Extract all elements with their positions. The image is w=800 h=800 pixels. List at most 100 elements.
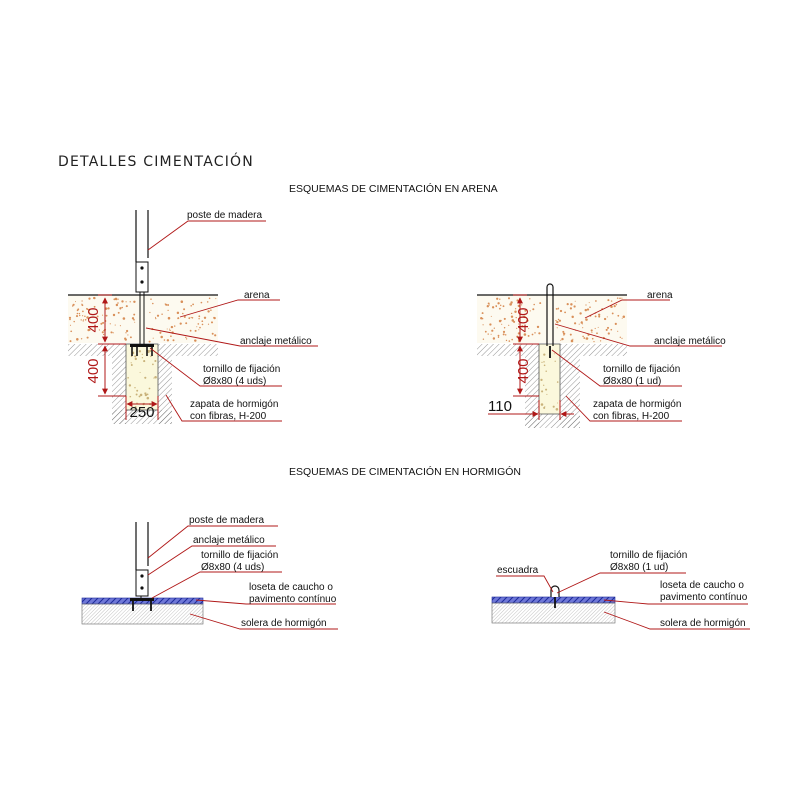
texture-dot (541, 390, 544, 393)
texture-dot (510, 312, 513, 315)
texture-dot (502, 330, 506, 333)
texture-dot (151, 302, 154, 305)
texture-dot (161, 313, 163, 316)
texture-dot (138, 350, 142, 353)
texture-dot (581, 323, 583, 325)
texture-dot (598, 313, 601, 316)
texture-dot (191, 316, 194, 319)
page-title: DETALLES CIMENTACIÓN (58, 152, 254, 170)
texture-dot (86, 316, 89, 319)
texture-dot (156, 314, 160, 317)
texture-dot (81, 303, 83, 305)
texture-dot (169, 329, 171, 332)
texture-dot (557, 402, 558, 404)
texture-dot (607, 299, 610, 302)
leader-line (565, 395, 682, 422)
texture-dot (558, 319, 562, 322)
texture-dot (74, 301, 77, 303)
metal-anchor-plate (135, 569, 149, 597)
texture-dot (570, 339, 574, 342)
label-poste: poste de madera (187, 210, 262, 221)
texture-dot (201, 323, 204, 326)
texture-dot (621, 337, 623, 339)
texture-dot (135, 393, 138, 396)
texture-dot (199, 326, 201, 329)
texture-dot (129, 301, 131, 303)
texture-dot (197, 323, 200, 325)
texture-dot (207, 310, 210, 313)
texture-dot (170, 335, 172, 338)
label-tornillo-qty: Ø8x80 (1 ud) (610, 562, 668, 573)
texture-dot (566, 303, 569, 306)
texture-dot (210, 321, 214, 324)
texture-dot (596, 332, 598, 335)
subgrade-hatch (477, 344, 539, 356)
texture-dot (121, 306, 124, 309)
texture-dot (585, 304, 587, 306)
texture-dot (100, 322, 103, 325)
texture-dot (82, 310, 84, 313)
texture-dot (523, 333, 527, 336)
texture-dot (555, 319, 557, 322)
texture-dot (71, 305, 74, 307)
texture-dot (492, 337, 496, 340)
texture-dot (571, 315, 574, 319)
texture-dot (510, 301, 513, 304)
sand-detail-left: 400 400 250 poste de madera arena anclaj… (68, 210, 318, 424)
texture-dot (117, 298, 119, 300)
texture-dot (170, 325, 174, 329)
label-loseta: loseta de caucho o (660, 580, 744, 591)
texture-dot (77, 308, 80, 311)
texture-dot (183, 308, 186, 311)
texture-dot (511, 319, 515, 322)
texture-dot (88, 308, 91, 312)
texture-dot (490, 315, 492, 317)
texture-dot (546, 393, 548, 395)
texture-dot (149, 311, 151, 314)
texture-dot (190, 316, 192, 318)
texture-dot (127, 334, 129, 336)
texture-dot (109, 323, 111, 325)
texture-dot (84, 318, 87, 321)
concrete-slab (491, 602, 616, 624)
texture-dot (69, 340, 72, 343)
texture-dot (562, 332, 566, 336)
texture-dot (484, 330, 487, 333)
texture-dot (590, 329, 593, 332)
texture-dot (508, 324, 510, 326)
texture-dot (81, 300, 83, 302)
texture-dot (562, 330, 565, 333)
subgrade-hatch (158, 356, 172, 424)
texture-dot (76, 338, 79, 341)
texture-dot (490, 333, 492, 335)
subgrade-hatch (68, 344, 126, 356)
subgrade-hatch (158, 344, 218, 356)
texture-dot (503, 317, 506, 320)
dimension-depth-footing: 400 (85, 358, 102, 383)
texture-dot (143, 360, 146, 363)
texture-dot (499, 298, 501, 300)
texture-dot (88, 297, 91, 300)
texture-dot (502, 333, 505, 336)
texture-dot (480, 316, 483, 320)
leader-line (151, 571, 282, 599)
texture-dot (481, 312, 484, 315)
texture-dot (93, 296, 96, 300)
texture-dot (70, 330, 73, 333)
texture-dot (194, 329, 197, 332)
texture-dot (569, 333, 572, 336)
texture-dot (570, 303, 573, 306)
texture-dot (78, 314, 81, 317)
texture-dot (557, 308, 559, 310)
leader-line (147, 545, 276, 576)
texture-dot (75, 315, 79, 318)
texture-dot (621, 297, 623, 299)
texture-dot (139, 393, 143, 397)
texture-dot (146, 393, 149, 396)
texture-dot (538, 332, 541, 335)
texture-dot (69, 324, 72, 326)
texture-dot (84, 315, 86, 317)
texture-dot (536, 325, 540, 329)
texture-dot (112, 313, 116, 317)
concrete-detail-left: poste de madera anclaje metálico tornill… (81, 515, 338, 630)
